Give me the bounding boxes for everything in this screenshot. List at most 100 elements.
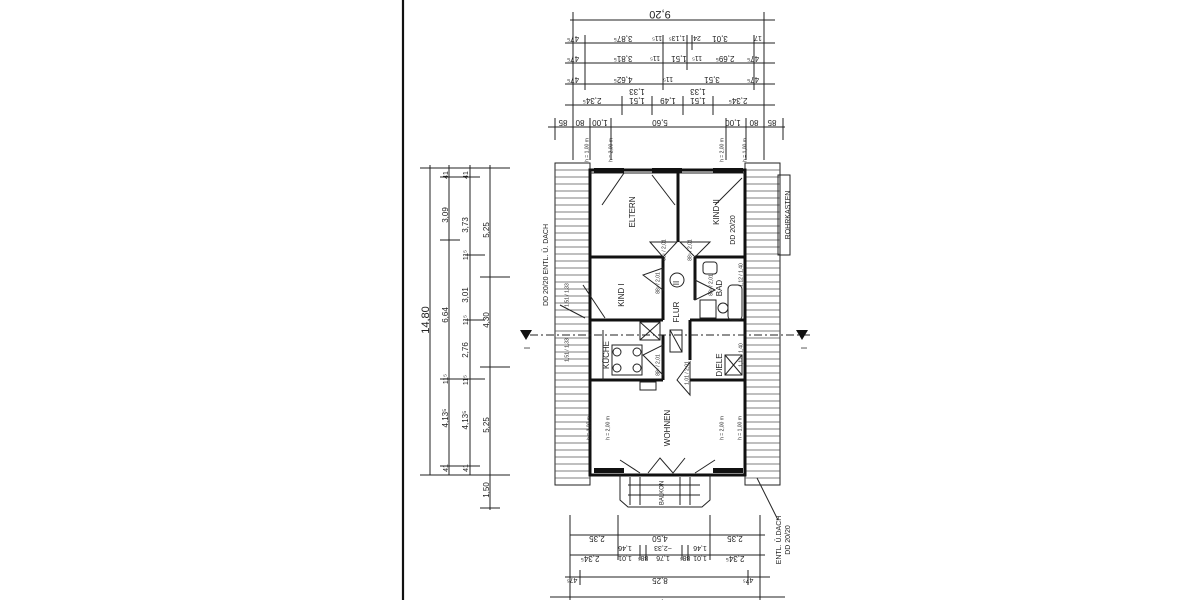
dimension-label: 2,34⁵ [583, 96, 602, 105]
section-line [520, 174, 810, 521]
height-note: h = 1,00 m [737, 416, 743, 440]
dimension-label: 47⁵ [747, 75, 759, 84]
dimension-label: 1,01 [618, 554, 632, 561]
dimension-label: 11⁵ [463, 250, 470, 260]
door-note: 88⁵ / 2,01 [655, 354, 661, 376]
dimension-label: 11⁵ [650, 54, 660, 61]
dimension-label: 1,76 [656, 554, 670, 561]
dimension-label: 2,35 [589, 534, 605, 543]
dimension-label: 1,33 [690, 87, 706, 96]
annotation: DD 20/20 [730, 215, 737, 245]
dimension-label: 3,81⁵ [614, 54, 633, 63]
dimension-label: 41 [463, 464, 470, 472]
height-note: h = 2,00 m [608, 138, 614, 162]
dimension-label: 41 [443, 464, 450, 472]
roof-slope-left [554, 162, 591, 486]
window-note: 1,12 / 1,40 [738, 343, 744, 367]
dimension-label: 1,46 [693, 544, 707, 551]
annotation: ROHRKASTEN [785, 191, 792, 240]
dimension-label: 11⁵ [463, 375, 470, 385]
door-swings [582, 172, 743, 474]
dimension-label: 47⁵ [743, 576, 754, 583]
wardrobe [724, 354, 743, 376]
section-mark: I [523, 347, 532, 349]
room-label: FLUR [672, 301, 681, 322]
dimension-label: 47⁵ [567, 576, 578, 583]
door-note: 88⁵ / 2,01 [687, 239, 693, 261]
dimension-label: 1,51 [671, 54, 687, 63]
room-label: BAD [715, 280, 724, 297]
dimension-label: 11⁵ [692, 54, 702, 61]
window-note: 1,12 / 1,40 [738, 263, 744, 287]
dimension-label: 41 [463, 171, 470, 179]
dimension-label: 88⁵ [638, 554, 649, 561]
dimension-label: 2,34⁵ [729, 96, 748, 105]
dimension-label: 85 [767, 118, 776, 127]
toilet [717, 302, 729, 314]
dimension-label: 3,87⁵ [614, 34, 633, 43]
room-label: KIND I [617, 283, 626, 307]
room-label: DIELE [715, 353, 724, 376]
dimension-label: 11⁵ [652, 34, 662, 41]
height-note: h = 2,00 m [605, 416, 611, 440]
kitchen-table [611, 344, 643, 376]
dimension-label: 8,25 [652, 576, 668, 585]
dimension-label: 3,09 [441, 207, 450, 223]
dimension-label: 24 [693, 34, 701, 41]
dimension-label: 3,01 [461, 287, 470, 303]
dimension-label: 11⁵ [443, 374, 450, 384]
dimension-label: 1,46 [618, 544, 632, 551]
room-label: ELTERN [628, 196, 637, 227]
dimension-label: 4,62⁵ [614, 75, 633, 84]
dimension-label: 3,01 [712, 34, 728, 43]
dimension-label: 9,20 [652, 598, 668, 600]
stove [639, 321, 661, 341]
height-note: h = 1,00 m [586, 416, 592, 440]
height-note: h = 1,00 m [742, 138, 748, 162]
room-label: WOHNEN [663, 410, 672, 447]
dimension-label: 14,80 [420, 306, 432, 334]
stair-marker [669, 272, 685, 288]
dimension-label: 3,73 [461, 217, 470, 233]
dimension-label: 47⁵ [747, 54, 759, 63]
dimension-label: 1,51 [629, 96, 645, 105]
dimension-label: 4,50 [652, 534, 668, 543]
dimension-label: 6,64 [441, 307, 450, 323]
dimension-label: 1,13⁵ [669, 34, 686, 41]
annotation: DD 20/20 [785, 525, 792, 555]
fixtures [611, 261, 743, 391]
dimension-label: 1,33 [629, 87, 645, 96]
dimension-label: 11⁵ [663, 75, 673, 82]
roof-slope-right [744, 162, 781, 486]
dimension-label: ~2,33 [654, 544, 672, 551]
dimension-label: 47⁵ [567, 34, 579, 43]
balcony [619, 475, 711, 508]
dimension-label: 5,25 [482, 222, 491, 238]
dimension-label: 4,13⁵ [441, 409, 450, 428]
dimension-label: 1,00 [725, 118, 741, 127]
dimension-label: 85 [558, 118, 567, 127]
section-mark: I [800, 347, 809, 349]
dimension-label: 88⁵ [680, 554, 691, 561]
room-label: KIND II [712, 199, 721, 225]
dimension-label: 85 [552, 598, 561, 600]
room-label: BALKON [660, 481, 666, 505]
stair-mark: II [672, 281, 681, 285]
dimension-label: 80 [575, 118, 584, 127]
dimension-label: 2,69⁵ [716, 54, 735, 63]
washbasin [702, 261, 718, 275]
height-note: h = 2,00 m [719, 138, 725, 162]
door-note: 88⁵ / 2,01 [655, 272, 661, 294]
left-dimension-lines [420, 165, 510, 510]
dimension-label: 4,30 [482, 312, 491, 328]
dimension-label: 47⁵ [567, 54, 579, 63]
dimension-label: 1,00 [592, 118, 608, 127]
dimension-label: 5,25 [482, 417, 491, 433]
door-note: 88⁵ / 2,01 [661, 239, 667, 261]
window-note: 1,51 / 1,33 [564, 338, 570, 362]
dimension-label: 5,60 [652, 118, 668, 127]
bathtub [727, 284, 743, 321]
dimension-label: 3,51 [704, 75, 720, 84]
room-label: KÜCHE [602, 341, 611, 369]
